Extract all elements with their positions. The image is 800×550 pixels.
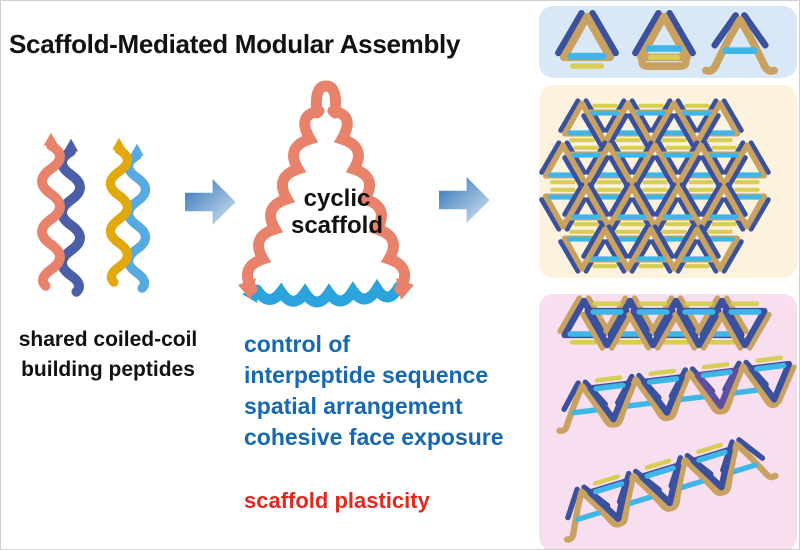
lightblue-helix-ribbon xyxy=(129,144,146,289)
left-caption-line2: building peptides xyxy=(21,358,195,381)
salmon-helix-apex xyxy=(310,80,342,119)
arrow-right-icon xyxy=(185,179,236,225)
salmon-helix-edge-left xyxy=(241,105,325,295)
cyclic-scaffold-label-line1: cyclic xyxy=(303,185,371,212)
straight-chain xyxy=(560,298,769,348)
salmon-ribbon-tip xyxy=(396,278,414,300)
salmon-helix-ribbon xyxy=(42,133,60,286)
left-caption: shared coiled-coil building peptides xyxy=(1,325,215,385)
navy-helix-ribbon xyxy=(62,139,80,292)
cyclic-scaffold-label-line2: scaffold xyxy=(290,212,383,239)
salmon-helix-edge-right xyxy=(327,105,411,295)
control-line: control of xyxy=(244,331,351,357)
figure-title: Scaffold-Mediated Modular Assembly xyxy=(9,29,461,59)
coiled-coil-pair-gold-blue xyxy=(111,138,146,289)
control-statements: control of interpeptide sequence spatial… xyxy=(244,329,544,453)
coiled-coil-pair-salmon-navy xyxy=(42,133,80,292)
cyclic-scaffold-graphic xyxy=(238,80,414,308)
arrow-right-icon xyxy=(439,177,490,223)
gold-helix-ribbon xyxy=(111,138,128,283)
blue-helix-edge xyxy=(251,278,405,308)
control-line: cohesive face exposure xyxy=(244,424,504,450)
plasticity-label: scaffold plasticity xyxy=(244,488,430,513)
control-line: spatial arrangement xyxy=(244,393,463,419)
cyclic-scaffold-label: cyclic scaffold xyxy=(267,185,407,239)
salmon-ribbon-tip xyxy=(238,278,256,300)
control-line: interpeptide sequence xyxy=(244,362,489,388)
left-caption-line1: shared coiled-coil xyxy=(18,328,198,351)
